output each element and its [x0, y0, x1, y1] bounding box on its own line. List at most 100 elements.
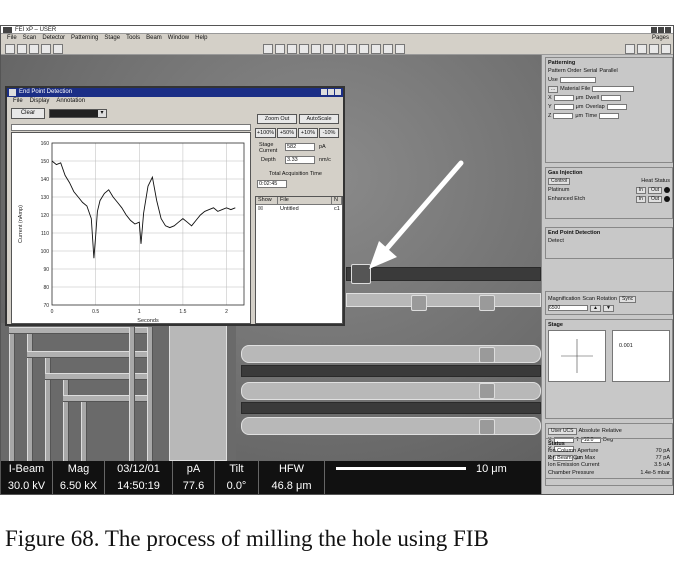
- maximize-icon[interactable]: [658, 27, 664, 33]
- dialog-minimize-icon[interactable]: [321, 89, 327, 95]
- clear-button[interactable]: Clear: [11, 108, 45, 119]
- plot-ytick-label: 70: [43, 303, 49, 309]
- parallel-radio[interactable]: Parallel: [599, 68, 618, 74]
- sync-button[interactable]: Sync: [618, 295, 637, 303]
- trace-show-checkbox[interactable]: ☒: [258, 206, 263, 212]
- eraser-tool-icon[interactable]: [395, 44, 405, 54]
- layout-single-icon[interactable]: [5, 44, 15, 54]
- platinum-in-button[interactable]: In: [635, 186, 646, 194]
- enhanced-etch-checkbox[interactable]: Enhanced Etch: [548, 196, 586, 202]
- box-tool-icon[interactable]: [311, 44, 321, 54]
- circle-tool-icon[interactable]: [335, 44, 345, 54]
- auto-scale-button[interactable]: AutoScale: [299, 114, 339, 124]
- relative-radio[interactable]: Relative: [601, 428, 622, 434]
- dialog-close-icon[interactable]: [335, 89, 341, 95]
- stage-rotation-input[interactable]: -18.0: [581, 437, 602, 443]
- list-header-n[interactable]: N: [332, 197, 342, 204]
- y-input[interactable]: [553, 104, 574, 110]
- toolbar-extra-icon-4[interactable]: [661, 44, 671, 54]
- menu-stage[interactable]: Stage: [104, 35, 121, 41]
- dialog-menu-display[interactable]: Display: [29, 98, 50, 104]
- stage-current-input[interactable]: 582: [285, 143, 315, 151]
- material-file-select[interactable]: [592, 86, 635, 92]
- stage-y-input[interactable]: [553, 446, 574, 452]
- status-line-3-label: Ion Emission Current: [548, 462, 600, 468]
- z-input[interactable]: [553, 113, 574, 119]
- use-select[interactable]: [559, 77, 596, 83]
- plot-horizontal-scrollbar[interactable]: [11, 124, 251, 131]
- stage-z-input[interactable]: [553, 455, 574, 461]
- overlap-input[interactable]: [606, 104, 627, 110]
- close-icon[interactable]: [665, 27, 671, 33]
- toolbar-extra-icon-2[interactable]: [637, 44, 647, 54]
- grid-tool-icon[interactable]: [323, 44, 333, 54]
- magnification-radio[interactable]: Magnification: [548, 296, 581, 302]
- etch-out-button[interactable]: Out: [647, 195, 662, 203]
- zoom-minus-10-button[interactable]: -10%: [319, 128, 339, 138]
- dwell-input[interactable]: [600, 95, 621, 101]
- sem-vertical-block: [169, 320, 227, 461]
- pointer-arrow-icon[interactable]: [263, 44, 273, 54]
- zoom-out-button[interactable]: Zoom Out: [257, 114, 297, 124]
- stage-xy-navigator[interactable]: [548, 330, 606, 382]
- chamber-pressure-value: 1.4e-5 mbar: [640, 470, 670, 476]
- zoom-plus-10-button[interactable]: +10%: [298, 128, 318, 138]
- rect-outline-icon[interactable]: [287, 44, 297, 54]
- mag-up-button[interactable]: ▲: [590, 304, 601, 312]
- minimize-icon[interactable]: [651, 27, 657, 33]
- toolbar-extra-icon-1[interactable]: [625, 44, 635, 54]
- menu-patterning[interactable]: Patterning: [71, 35, 99, 41]
- epd-detect-checkbox[interactable]: Detect: [548, 238, 564, 244]
- stage-tilt-view[interactable]: 0.001: [612, 330, 670, 382]
- dialog-titlebar[interactable]: End Point Detection: [7, 88, 343, 97]
- etch-heat-indicator: [664, 196, 670, 202]
- dialog-menu-file[interactable]: File: [13, 98, 23, 104]
- pause-icon[interactable]: [53, 44, 63, 54]
- depth-input[interactable]: 3.33: [285, 156, 315, 164]
- line-tool-icon[interactable]: [299, 44, 309, 54]
- etch-in-button[interactable]: In: [635, 195, 646, 203]
- toolbar-extra-icon-3[interactable]: [649, 44, 659, 54]
- dialog-menu-annotation[interactable]: Annotation: [56, 98, 86, 104]
- menu-detector[interactable]: Detector: [42, 35, 66, 41]
- zoom-plus-100-button[interactable]: +100%: [255, 128, 276, 138]
- trace-list-row[interactable]: ☒ Untitled c1: [256, 205, 342, 213]
- zoom-plus-50-button[interactable]: +50%: [277, 128, 297, 138]
- menu-beam[interactable]: Beam: [146, 35, 162, 41]
- layout-dual-icon[interactable]: [29, 44, 39, 54]
- platinum-checkbox[interactable]: Platinum: [548, 187, 570, 193]
- menu-window[interactable]: Window: [167, 35, 190, 41]
- stage-x-input[interactable]: [553, 437, 574, 443]
- layout-quad-icon[interactable]: [17, 44, 27, 54]
- material-edit-button[interactable]: ...: [548, 85, 559, 93]
- plot-ytick-label: 90: [43, 267, 49, 273]
- layout-line-icon[interactable]: [41, 44, 51, 54]
- list-header-file[interactable]: File: [278, 197, 332, 204]
- absolute-radio[interactable]: Absolute: [578, 428, 600, 434]
- list-header-show[interactable]: Show: [256, 197, 278, 204]
- serial-radio[interactable]: Serial: [583, 68, 598, 74]
- measure-tool-icon[interactable]: [371, 44, 381, 54]
- trace-color-select[interactable]: ▾: [49, 109, 107, 118]
- menu-scan[interactable]: Scan: [22, 35, 37, 41]
- menu-help[interactable]: Help: [195, 35, 208, 41]
- gis-control-button[interactable]: Control: [548, 177, 571, 185]
- time-input[interactable]: [599, 113, 620, 119]
- status-current-label: pA: [186, 463, 201, 475]
- user-ucs-button[interactable]: User UCS: [548, 427, 577, 435]
- menu-file[interactable]: File: [7, 35, 17, 41]
- scan-rotation-radio[interactable]: Scan Rotation: [582, 296, 617, 302]
- cross-tool-icon[interactable]: [359, 44, 369, 54]
- polygon-tool-icon[interactable]: [347, 44, 357, 54]
- dialog-maximize-icon[interactable]: [328, 89, 334, 95]
- pencil-tool-icon[interactable]: [383, 44, 393, 54]
- mag-down-button[interactable]: ▼: [602, 304, 614, 312]
- platinum-out-button[interactable]: Out: [647, 186, 662, 194]
- stage-current-unit: pA: [319, 144, 326, 150]
- x-input[interactable]: [553, 95, 574, 101]
- epd-group-title: End Point Detection: [548, 230, 601, 236]
- menu-tools[interactable]: Tools: [126, 35, 141, 41]
- rect-fill-icon[interactable]: [275, 44, 285, 54]
- magnification-input[interactable]: 6500: [548, 305, 588, 311]
